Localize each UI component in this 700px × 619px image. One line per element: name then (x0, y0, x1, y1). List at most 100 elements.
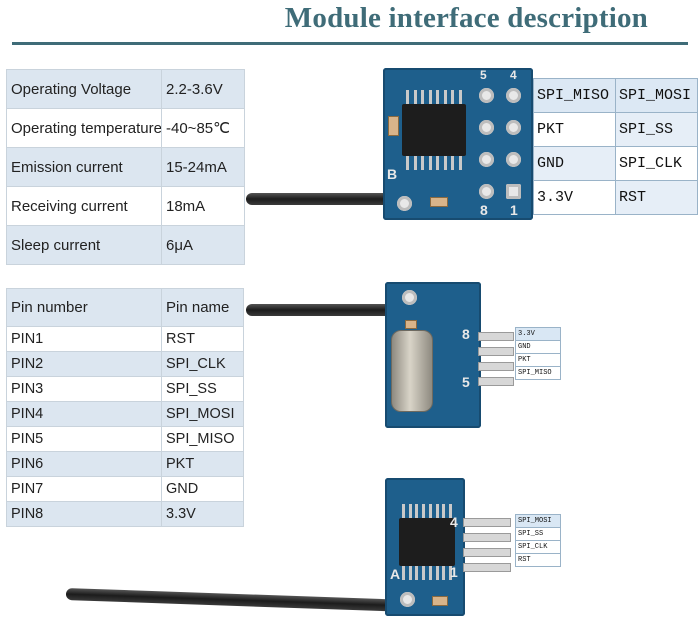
pin-number: PIN3 (6, 376, 162, 402)
pin-label: SPI_MISO (515, 366, 561, 380)
pin-name: SPI_MISO (161, 426, 244, 452)
parameter-value: 2.2-3.6V (161, 69, 245, 109)
module-2-pin-labels: 3.3V GND PKT SPI_MISO (515, 327, 561, 380)
module-3-contact (463, 563, 511, 572)
pin-label: SPI_MISO (533, 78, 616, 113)
pin-label: RST (515, 553, 561, 567)
module-1-pad (397, 196, 412, 211)
label-row: SPI_CLK (515, 540, 561, 554)
module-2-capacitor (405, 320, 417, 329)
parameters-table: Operating Voltage 2.2-3.6V Operating tem… (6, 69, 245, 265)
module-3-silk-4: 4 (450, 514, 458, 530)
page-title: Module interface description (284, 2, 648, 34)
label-row: 3.3V RST (533, 180, 698, 215)
pin-name: SPI_SS (161, 376, 244, 402)
pin-label: 3.3V (533, 180, 616, 215)
parameter-name: Receiving current (6, 186, 162, 226)
pin-number: PIN1 (6, 326, 162, 352)
module-1-pad (479, 88, 494, 103)
pin-name: SPI_CLK (161, 351, 244, 377)
parameter-value: 18mA (161, 186, 245, 226)
module-1-pad (506, 152, 521, 167)
module-3-capacitor (432, 596, 448, 606)
header-pin-name: Pin name (161, 288, 244, 327)
module-3-pad (400, 592, 415, 607)
module-1-pad (479, 152, 494, 167)
pin-label: PKT (533, 112, 616, 147)
module-3-silk-1: 1 (450, 564, 458, 580)
parameter-value: 15-24mA (161, 147, 245, 187)
module-1-silk-8: 8 (480, 202, 488, 218)
pin-label: GND (533, 146, 616, 181)
module-2-contact (478, 332, 514, 341)
pin-label: RST (615, 180, 698, 215)
title-divider (12, 42, 688, 45)
module-1-silk-4: 4 (510, 68, 517, 82)
header-pin-number: Pin number (6, 288, 162, 327)
module-3-chip-pins-bottom (402, 566, 452, 580)
module-1-silk-b: B (387, 166, 398, 182)
pin-table-header: Pin number Pin name (6, 288, 244, 327)
module-3-contact (463, 518, 511, 527)
module-1-capacitor (388, 116, 399, 136)
module-2-contact (478, 377, 514, 386)
parameter-row: Operating Voltage 2.2-3.6V (6, 69, 245, 109)
pin-name: SPI_MOSI (161, 401, 244, 427)
pin-name: PKT (161, 451, 244, 477)
pin-number: PIN5 (6, 426, 162, 452)
module-3-contact (463, 533, 511, 542)
parameter-value: 6μA (161, 225, 245, 265)
pin-number: PIN6 (6, 451, 162, 477)
pin-label: SPI_CLK (515, 540, 561, 554)
module-3-chip-pins-top (402, 504, 452, 518)
label-row: SPI_MISO SPI_MOSI (533, 78, 698, 113)
pin-name: 3.3V (161, 501, 244, 527)
label-row: PKT (515, 353, 561, 367)
pin-label: GND (515, 340, 561, 354)
parameter-row: Sleep current 6μA (6, 225, 245, 265)
pin-number: PIN8 (6, 501, 162, 527)
module-2-contact (478, 362, 514, 371)
label-row: SPI_SS (515, 527, 561, 541)
module-1-pad (506, 88, 521, 103)
parameter-name: Sleep current (6, 225, 162, 265)
module-1-pad (479, 120, 494, 135)
label-row: PKT SPI_SS (533, 112, 698, 147)
label-row: RST (515, 553, 561, 567)
module-1-chip-pins-bottom (406, 156, 462, 170)
module-1-chip-pins-top (406, 90, 462, 104)
antenna-wire-1 (246, 193, 406, 205)
pin-number: PIN4 (6, 401, 162, 427)
module-3-contact (463, 548, 511, 557)
module-1-chip (402, 104, 466, 156)
antenna-wire-3 (65, 588, 412, 613)
module-3-silk-a: A (390, 566, 401, 582)
parameter-row: Operating temperature -40~85℃ (6, 108, 245, 148)
module-3-chip (399, 518, 455, 566)
label-row: SPI_MOSI (515, 514, 561, 528)
module-1-pad (506, 184, 521, 199)
pin-label: SPI_MOSI (615, 78, 698, 113)
pin-name: RST (161, 326, 244, 352)
module-2-pad (402, 290, 417, 305)
parameter-row: Emission current 15-24mA (6, 147, 245, 187)
label-row: GND (515, 340, 561, 354)
module-2-contact (478, 347, 514, 356)
label-row: 3.3V (515, 327, 561, 341)
parameter-value: -40~85℃ (161, 108, 245, 148)
module-1-silk-5: 5 (480, 68, 487, 82)
pin-number: PIN2 (6, 351, 162, 377)
pin-label: 3.3V (515, 327, 561, 341)
module-2-silk-5: 5 (462, 374, 470, 390)
module-2-silk-8: 8 (462, 326, 470, 342)
antenna-wire-2 (246, 304, 396, 316)
module-1-pad (506, 120, 521, 135)
